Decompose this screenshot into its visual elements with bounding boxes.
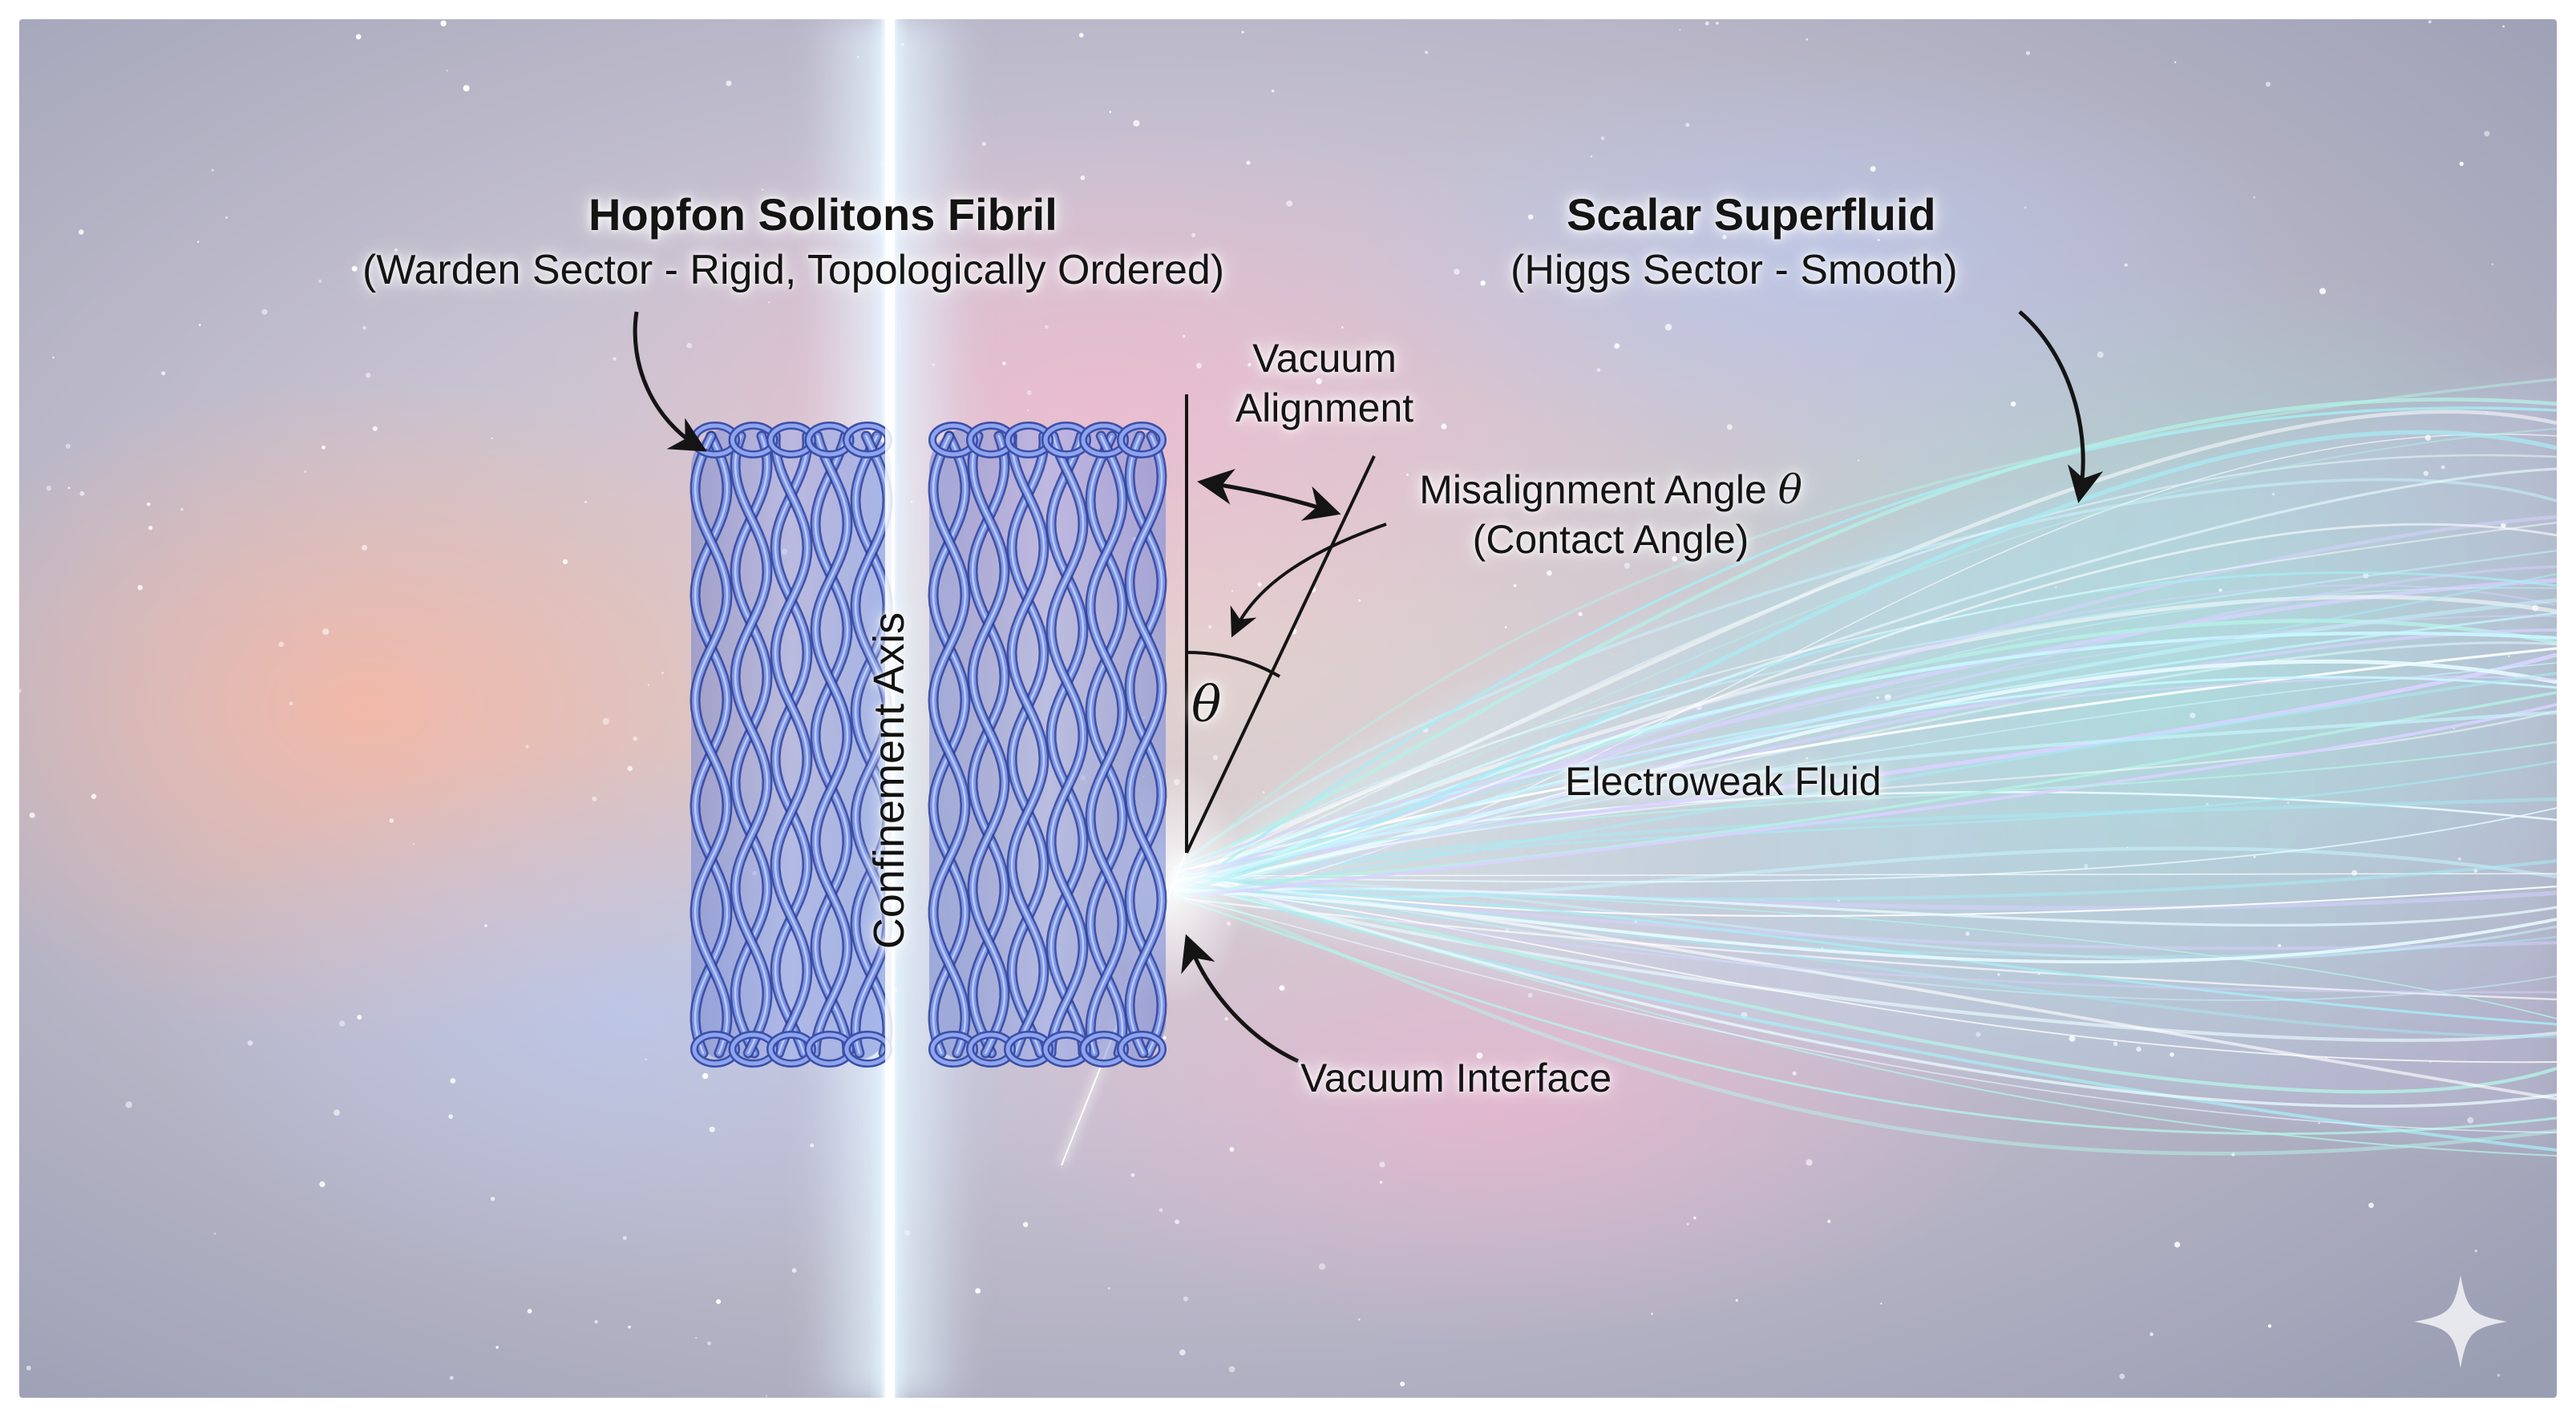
sparkle-icon (2414, 1275, 2507, 1368)
starfield (19, 20, 2539, 1397)
vacuum-alignment-label: Vacuum Alignment (1204, 333, 1445, 433)
fibril-pointer-arrow (633, 311, 707, 452)
diagram-frame: Hopfon Solitons Fibril (Warden Sector - … (19, 19, 2557, 1398)
vacuum-alignment-line1: Vacuum (1252, 336, 1397, 381)
misalignment-angle-line: Misalignment Angle θ (1370, 465, 1851, 515)
theta-arc (1186, 651, 1280, 678)
superfluid-subtitle: (Higgs Sector - Smooth) (1510, 247, 1958, 293)
fibril-left-half (689, 422, 893, 1068)
misalignment-angle-label: Misalignment Angle θ (Contact Angle) (1370, 465, 1851, 564)
contact-angle-text: (Contact Angle) (1472, 517, 1749, 562)
fibril-right-half (928, 422, 1167, 1068)
vacuum-interface-label: Vacuum Interface (1300, 1056, 1612, 1100)
vacuum-alignment-line2: Alignment (1235, 386, 1414, 430)
misalignment-double-arrow (1197, 468, 1341, 521)
theta-symbol: θ (1191, 675, 1222, 733)
diagram-canvas (19, 19, 2557, 1398)
interface-pointer-arrow (1181, 934, 1300, 1064)
fibril-subtitle: (Warden Sector - Rigid, Topologically Or… (362, 247, 1225, 293)
fibril-title: Hopfon Solitons Fibril (588, 189, 1057, 240)
superfluid-pointer-arrow (2018, 310, 2104, 503)
superfluid-title: Scalar Superfluid (1567, 189, 1936, 240)
misalignment-theta: θ (1777, 466, 1802, 513)
contact-line (1185, 455, 1376, 854)
confinement-axis-label: Confinement Axis (865, 612, 913, 950)
electroweak-fluid-streams (1166, 377, 2557, 1157)
hopfon-fibril (689, 422, 1167, 1068)
misalignment-pointer-arrow (1230, 523, 1387, 638)
electroweak-fluid-label: Electroweak Fluid (1565, 759, 1882, 804)
misalignment-angle-text: Misalignment Angle (1419, 467, 1767, 512)
